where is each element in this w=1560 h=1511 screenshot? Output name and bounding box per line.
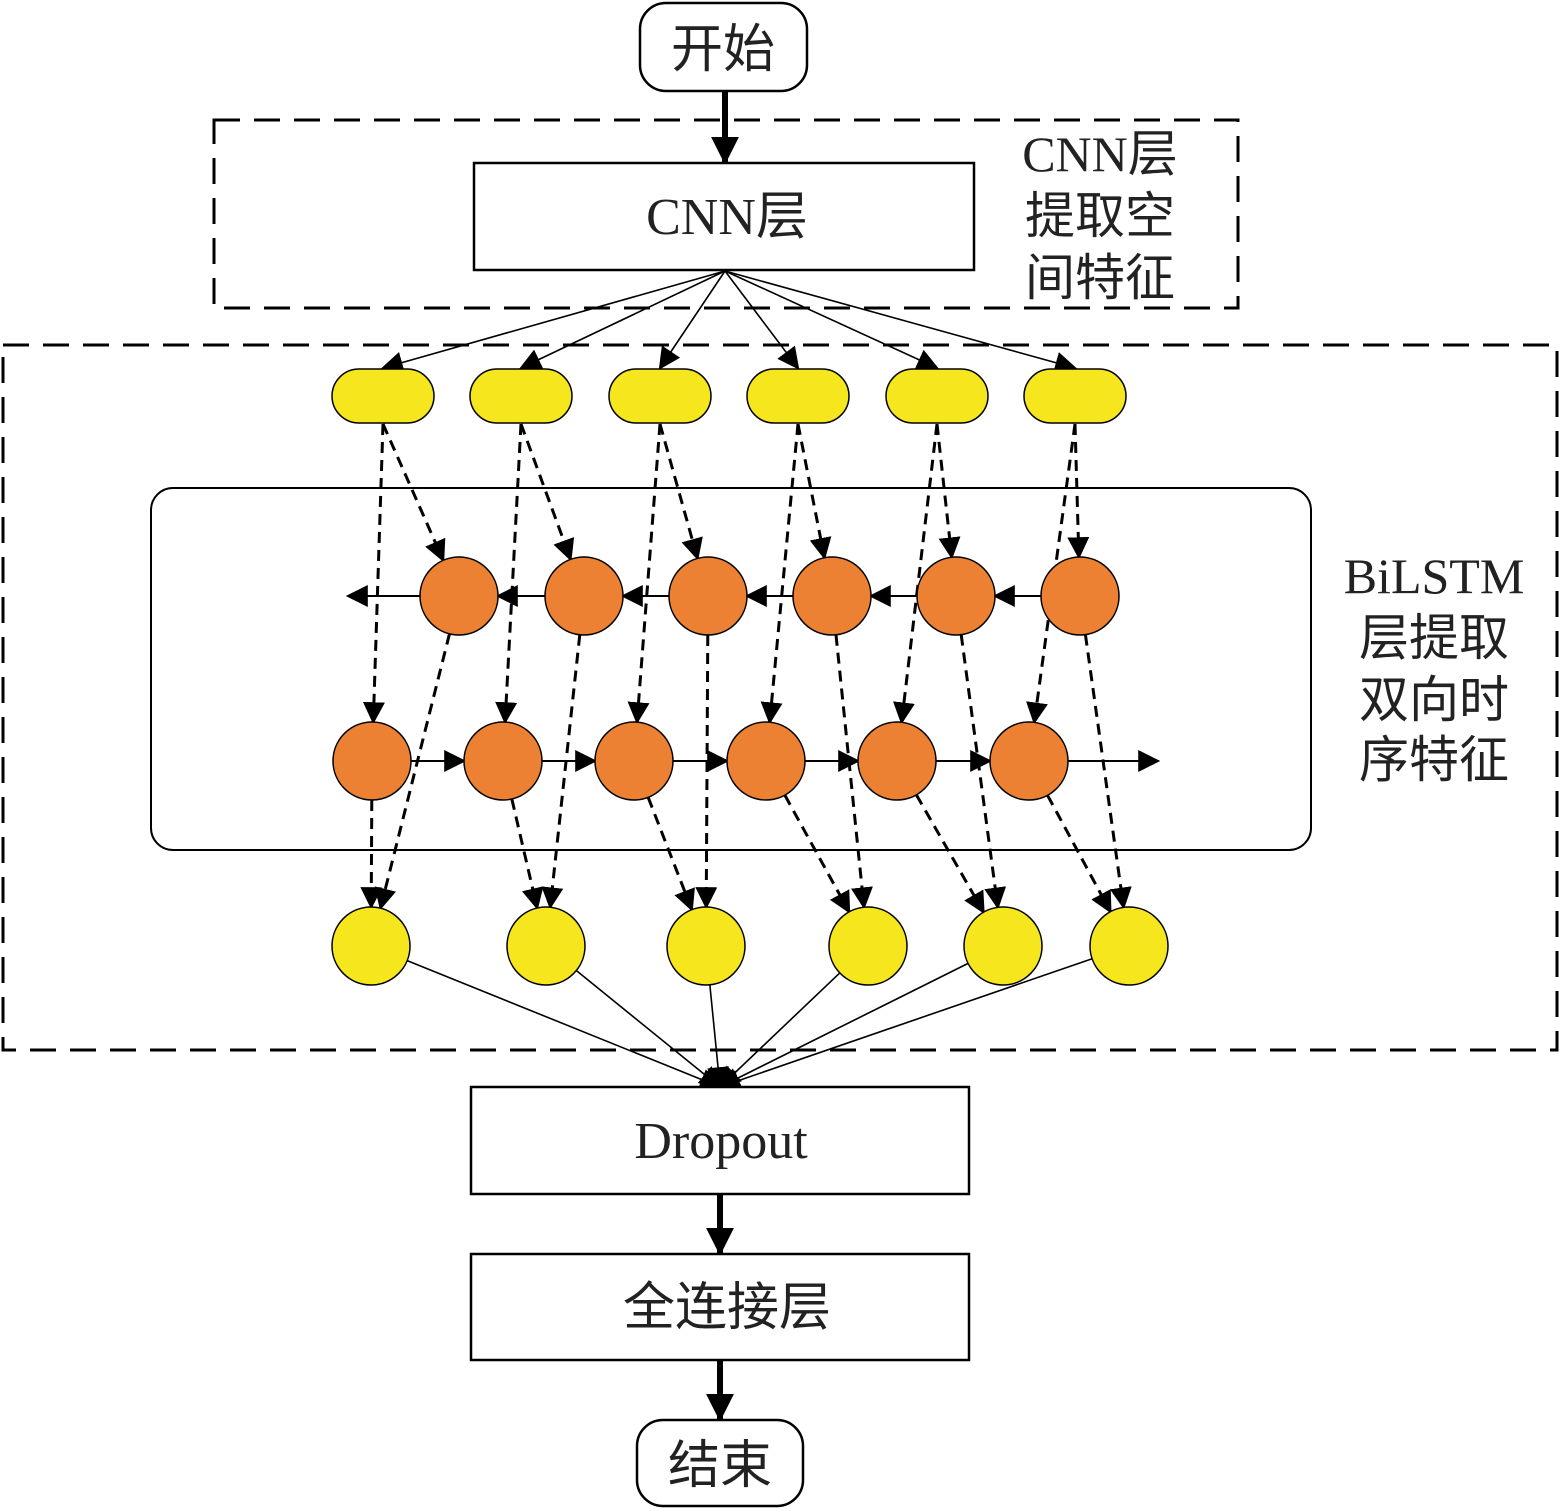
cnn-note-line-3: 间特征 <box>1025 250 1175 306</box>
forward-lstm-unit <box>989 721 1069 801</box>
edges-fanout <box>380 270 1093 1091</box>
backward-lstm-unit <box>419 556 499 636</box>
backward-lstm-unit <box>916 556 996 636</box>
output-to-dropout-arrow <box>718 962 969 1089</box>
forward-lstm-unit <box>332 721 412 801</box>
output-unit <box>666 906 746 986</box>
start-label: 开始 <box>671 22 775 79</box>
forward-to-output-arrow <box>915 794 985 915</box>
forward-lstm-unit <box>857 721 937 801</box>
output-unit <box>1089 906 1169 986</box>
output-to-dropout-arrow <box>707 984 729 1090</box>
backward-to-output-arrow <box>541 634 582 910</box>
input-to-forward-arrow <box>627 423 662 725</box>
bilstm-cell-box <box>150 487 1312 851</box>
input-to-backward-arrow <box>519 423 575 562</box>
input-to-backward-arrow <box>935 423 961 560</box>
input-unit <box>885 368 989 424</box>
forward-lstm-unit <box>463 721 543 801</box>
input-to-backward-arrow <box>796 423 832 560</box>
bilstm-note-line-2: 层提取 <box>1359 610 1509 666</box>
input-to-backward-arrow <box>1067 423 1090 560</box>
fc-layer-node: 全连接层 <box>469 1252 971 1362</box>
output-unit <box>506 906 586 986</box>
bilstm-annotation: BiLSTM 层提取 双向时 序特征 <box>1344 548 1525 788</box>
cnn-annotation: CNN层 提取空 间特征 <box>1022 126 1178 306</box>
cnn-note-line-1: CNN层 <box>1022 126 1178 182</box>
bilstm-note-line-3: 双向时 <box>1359 672 1509 728</box>
backward-lstm-unit <box>1040 556 1120 636</box>
input-unit <box>608 368 712 424</box>
input-unit <box>746 368 850 424</box>
forward-lstm-unit <box>594 721 674 801</box>
forward-lstm-unit <box>726 721 806 801</box>
end-label: 结束 <box>668 1438 772 1495</box>
input-to-forward-arrow <box>760 423 800 725</box>
forward-to-output-arrow <box>360 799 383 910</box>
cnn-note-line-2: 提取空 <box>1025 188 1175 244</box>
cnn-layer-label: CNN层 <box>646 189 808 246</box>
backward-to-output-arrow <box>1083 634 1132 910</box>
output-to-dropout-arrow <box>575 969 722 1089</box>
input-to-backward-arrow <box>381 423 446 563</box>
backward-to-output-arrow <box>695 634 718 910</box>
cnn-to-input-arrow <box>724 270 1078 374</box>
backward-lstm-unit <box>792 556 872 636</box>
start-node: 开始 <box>638 1 809 93</box>
backward-lstm-unit <box>668 556 748 636</box>
input-unit <box>1023 368 1127 424</box>
output-to-dropout-arrow <box>406 959 723 1090</box>
edges-recurrent <box>345 585 1161 772</box>
cnn-to-input-arrow <box>658 270 726 370</box>
cnn-to-input-arrow <box>724 270 800 370</box>
backward-to-output-arrow <box>959 634 1007 910</box>
edges-dashed <box>360 423 1132 915</box>
output-to-dropout-arrow <box>717 957 1093 1091</box>
input-unit <box>469 368 573 424</box>
forward-to-output-arrow <box>1046 794 1112 914</box>
backward-to-output-arrow <box>374 633 451 911</box>
fc-layer-label: 全连接层 <box>623 1280 831 1337</box>
input-unit <box>331 368 435 424</box>
bilstm-note-line-1: BiLSTM <box>1344 548 1525 604</box>
cnn-module-frame <box>212 118 1240 310</box>
output-unit <box>331 906 411 986</box>
input-to-forward-arrow <box>495 423 523 725</box>
unit-layers <box>331 368 1169 986</box>
input-to-backward-arrow <box>658 423 703 561</box>
cnn-layer-node: CNN层 <box>472 161 976 272</box>
input-to-forward-arrow <box>893 423 939 725</box>
backward-lstm-unit <box>544 556 624 636</box>
output-unit <box>828 906 908 986</box>
dropout-node: Dropout <box>469 1085 971 1196</box>
forward-to-output-arrow <box>646 796 695 912</box>
cnn-to-input-arrow <box>380 270 726 374</box>
forward-to-output-arrow <box>783 794 851 914</box>
output-unit <box>963 906 1043 986</box>
bilstm-note-line-4: 序特征 <box>1359 732 1509 788</box>
cnn-to-input-arrow <box>519 270 726 370</box>
end-node: 结束 <box>635 1418 805 1508</box>
output-to-dropout-arrow <box>718 972 841 1089</box>
forward-to-output-arrow <box>510 798 544 911</box>
dropout-label: Dropout <box>634 1113 808 1170</box>
bilstm-module-frame <box>1 343 1559 1052</box>
input-to-forward-arrow <box>362 423 385 725</box>
cnn-to-input-arrow <box>724 270 940 370</box>
